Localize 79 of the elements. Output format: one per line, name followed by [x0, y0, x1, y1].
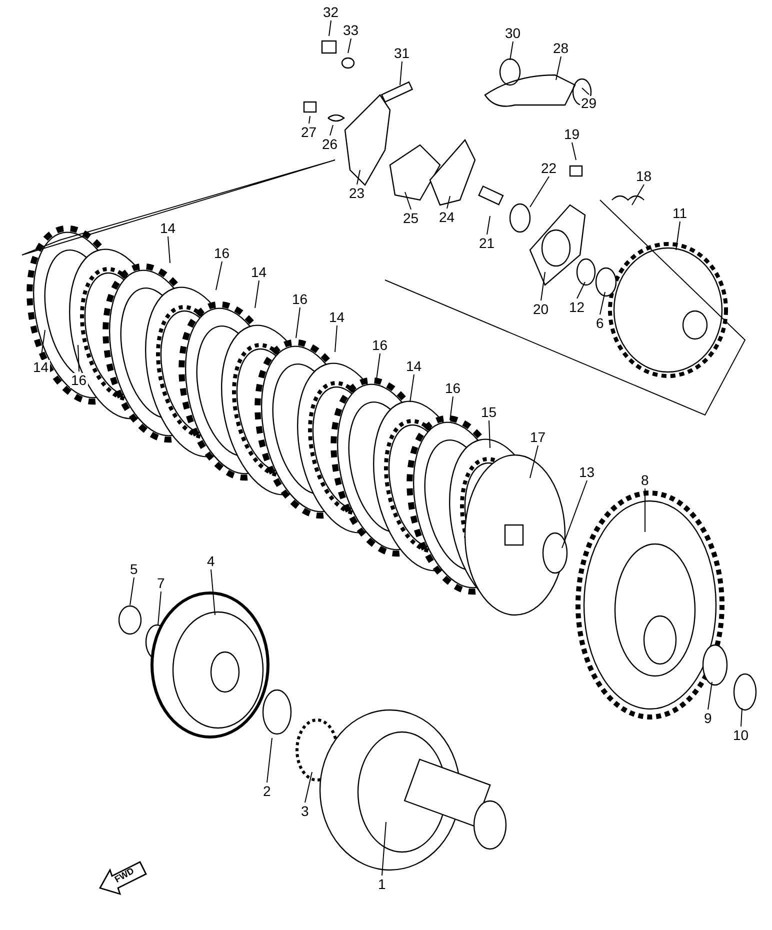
- leader-line: [400, 61, 402, 86]
- leader-line: [304, 772, 312, 803]
- callout-number: 22: [540, 160, 558, 176]
- callout-number: 16: [291, 292, 309, 306]
- leader-line: [168, 236, 170, 264]
- callout-number: 14: [250, 264, 268, 280]
- leader-line: [328, 20, 332, 36]
- leader-line: [130, 577, 134, 606]
- callout-number: 10: [732, 728, 750, 742]
- callout-number: 7: [156, 576, 166, 590]
- leader-line: [486, 216, 490, 235]
- callout-number: 16: [70, 372, 88, 388]
- callout-number: 16: [213, 246, 231, 260]
- leader-line: [450, 396, 454, 420]
- leader-line: [40, 330, 46, 359]
- callout-number: 14: [405, 358, 423, 374]
- leader-line: [562, 480, 588, 548]
- callout-number: 21: [478, 236, 496, 250]
- callout-number: 8: [640, 472, 650, 488]
- callout-number: 11: [672, 206, 688, 220]
- callout-number: 9: [703, 710, 713, 726]
- callout-number: 14: [32, 360, 50, 374]
- leader-line: [404, 192, 412, 210]
- callout-number: 31: [393, 46, 411, 60]
- leader-line: [330, 124, 334, 136]
- leader-line: [600, 292, 606, 315]
- direction-label: FWD: [112, 866, 136, 884]
- leader-line: [296, 307, 300, 338]
- callout-number: 28: [552, 40, 570, 56]
- callout-number: 13: [578, 464, 596, 480]
- leader-line: [540, 272, 546, 301]
- callout-number: 5: [129, 562, 139, 576]
- leader-line: [348, 38, 352, 54]
- leader-line: [582, 88, 590, 95]
- leader-line: [334, 325, 338, 352]
- leader-line: [530, 445, 538, 478]
- callout-number: 26: [321, 136, 339, 152]
- callout-number: 32: [322, 4, 340, 20]
- callout-number: 6: [595, 316, 605, 330]
- callout-number: 1: [377, 876, 387, 892]
- leader-line: [740, 708, 742, 727]
- leader-line: [510, 41, 514, 60]
- callout-number: 12: [568, 300, 586, 314]
- leader-line: [158, 591, 162, 626]
- callout-number: 27: [300, 124, 318, 140]
- callout-number: 25: [402, 210, 420, 226]
- leader-line: [410, 374, 414, 402]
- leader-line: [216, 261, 222, 290]
- callout-number: 14: [159, 220, 177, 236]
- callout-number: 18: [635, 168, 653, 184]
- leader-line: [254, 280, 260, 308]
- leader-line: [308, 116, 310, 124]
- callout-number: 30: [504, 26, 522, 40]
- callout-number: 2: [262, 784, 272, 798]
- callout-number: 15: [480, 404, 498, 420]
- leader-line: [576, 282, 586, 299]
- callout-number: 3: [300, 804, 310, 818]
- leader-line: [446, 196, 450, 209]
- callout-number: 20: [532, 302, 550, 316]
- leader-line: [488, 420, 490, 448]
- callout-number: 19: [563, 126, 581, 142]
- leader-line: [708, 682, 712, 710]
- leader-line: [556, 56, 562, 80]
- callout-number: 23: [348, 186, 366, 200]
- callout-number: 16: [444, 380, 462, 396]
- callout-number: 14: [328, 310, 346, 324]
- callout-number: 16: [371, 338, 389, 352]
- callout-number: 29: [580, 96, 598, 110]
- leader-line: [632, 184, 644, 206]
- callout-number: 4: [206, 554, 216, 568]
- callout-number: 24: [438, 210, 456, 224]
- callout-number: 33: [342, 22, 360, 38]
- callout-number: 17: [529, 430, 547, 444]
- leader-line: [572, 142, 576, 160]
- leader-line: [210, 569, 216, 616]
- leader-line: [356, 170, 360, 185]
- leader-line: [530, 176, 550, 208]
- leader-line: [266, 738, 272, 783]
- leader-line: [676, 221, 680, 250]
